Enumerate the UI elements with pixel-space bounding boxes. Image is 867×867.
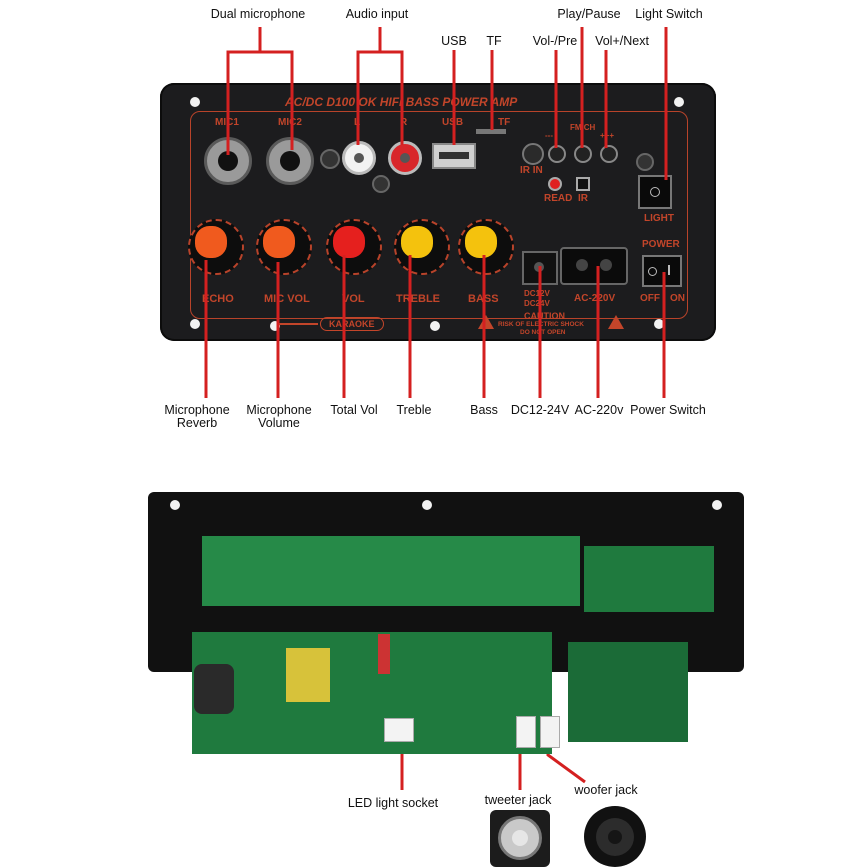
rca-left-jack[interactable]: [342, 141, 376, 175]
vol-next-button[interactable]: [600, 145, 618, 163]
off-label: OFF: [640, 293, 660, 304]
mic-vol-knob[interactable]: [256, 219, 312, 275]
screw: [372, 175, 390, 193]
minus-label: ---: [545, 131, 553, 140]
control-pcb: [584, 546, 714, 612]
on-label: ON: [670, 293, 685, 304]
label-total-vol: Total Vol: [330, 403, 378, 417]
bass-knob[interactable]: [458, 219, 514, 275]
knob-label-treble: TREBLE: [396, 293, 440, 305]
mount-hole: [270, 321, 280, 331]
label-vol-next: Vol+/Next: [595, 34, 649, 48]
label-mic-volume-2: Volume: [258, 416, 300, 430]
mount-hole: [712, 500, 722, 510]
label-tweeter-jack: tweeter jack: [484, 793, 552, 807]
bluetooth-pcb: [202, 536, 580, 606]
power-switch[interactable]: [642, 255, 682, 287]
light-label: LIGHT: [644, 213, 674, 224]
light-switch[interactable]: [638, 175, 672, 209]
label-power-switch: Power Switch: [630, 403, 706, 417]
mount-hole: [170, 500, 180, 510]
screw: [636, 153, 654, 171]
tweeter-socket[interactable]: [516, 716, 536, 748]
knob-label-mic-vol: MIC VOL: [264, 293, 310, 305]
ir-receiver: [576, 177, 590, 191]
karaoke-badge: KARAOKE: [320, 317, 384, 331]
power-label: POWER: [642, 239, 680, 250]
screw: [320, 149, 340, 169]
capacitor: [194, 664, 234, 714]
knob-label-vol: VOL: [342, 293, 365, 305]
read-label: READ: [544, 193, 573, 204]
panel-border: [190, 111, 688, 319]
label-audio-input: Audio input: [345, 7, 409, 21]
label-dc: DC12-24V: [510, 403, 570, 417]
mount-hole: [190, 319, 200, 329]
ir-in-jack[interactable]: [522, 143, 544, 165]
treble-knob[interactable]: [394, 219, 450, 275]
tf-label: TF: [498, 117, 511, 128]
read-led: [548, 177, 562, 191]
label-woofer-jack: woofer jack: [574, 783, 638, 797]
tweeter-speaker-icon: [490, 810, 550, 867]
dc-label-1: DC12V: [524, 289, 550, 298]
dc-label-2: DC24V: [524, 299, 550, 308]
label-tf: TF: [486, 34, 502, 48]
ir-in-label: IR IN: [520, 165, 543, 176]
led-socket[interactable]: [384, 718, 414, 742]
label-usb: USB: [441, 34, 467, 48]
mount-hole: [422, 500, 432, 510]
echo-knob[interactable]: [188, 219, 244, 275]
mount-hole: [654, 319, 664, 329]
caution-line-2: DO NOT OPEN: [520, 329, 566, 336]
label-treble: Treble: [396, 403, 432, 417]
transformer: [286, 648, 330, 702]
woofer-socket[interactable]: [540, 716, 560, 748]
power-pcb: [568, 642, 688, 742]
label-dual-microphone: Dual microphone: [210, 7, 306, 21]
mount-hole: [674, 97, 684, 107]
mic2-label: MIC2: [278, 117, 302, 128]
vol-knob[interactable]: [326, 219, 382, 275]
label-ac: AC-220v: [574, 403, 624, 417]
label-mic-volume-1: Microphone: [246, 403, 312, 417]
label-mic-reverb-2: Reverb: [176, 416, 218, 430]
label-led-socket: LED light socket: [347, 796, 439, 810]
r-label: R: [400, 117, 408, 128]
ac-label: AC-220V: [574, 293, 616, 304]
tf-slot[interactable]: [476, 129, 506, 134]
ir-label: IR: [578, 193, 588, 204]
label-light-switch: Light Switch: [635, 7, 703, 21]
main-pcb: [192, 632, 552, 754]
warning-icon: [608, 315, 624, 329]
label-vol-pre: Vol-/Pre: [532, 34, 578, 48]
ac-socket[interactable]: [560, 247, 628, 285]
mic-graphic: [278, 323, 318, 325]
amplifier-rear-board: [148, 492, 744, 754]
label-play-pause: Play/Pause: [557, 7, 621, 21]
mount-hole: [430, 321, 440, 331]
woofer-speaker-icon: [584, 806, 646, 867]
label-bass: Bass: [470, 403, 498, 417]
warning-icon: [478, 315, 494, 329]
knob-label-echo: ECHO: [202, 293, 234, 305]
mic2-jack[interactable]: [266, 137, 314, 185]
label-mic-reverb-1: Microphone: [164, 403, 230, 417]
wire: [378, 634, 390, 674]
caution-label: CAUTION: [524, 311, 565, 321]
mount-hole: [190, 97, 200, 107]
rca-right-jack[interactable]: [388, 141, 422, 175]
usb-port[interactable]: [432, 143, 476, 169]
